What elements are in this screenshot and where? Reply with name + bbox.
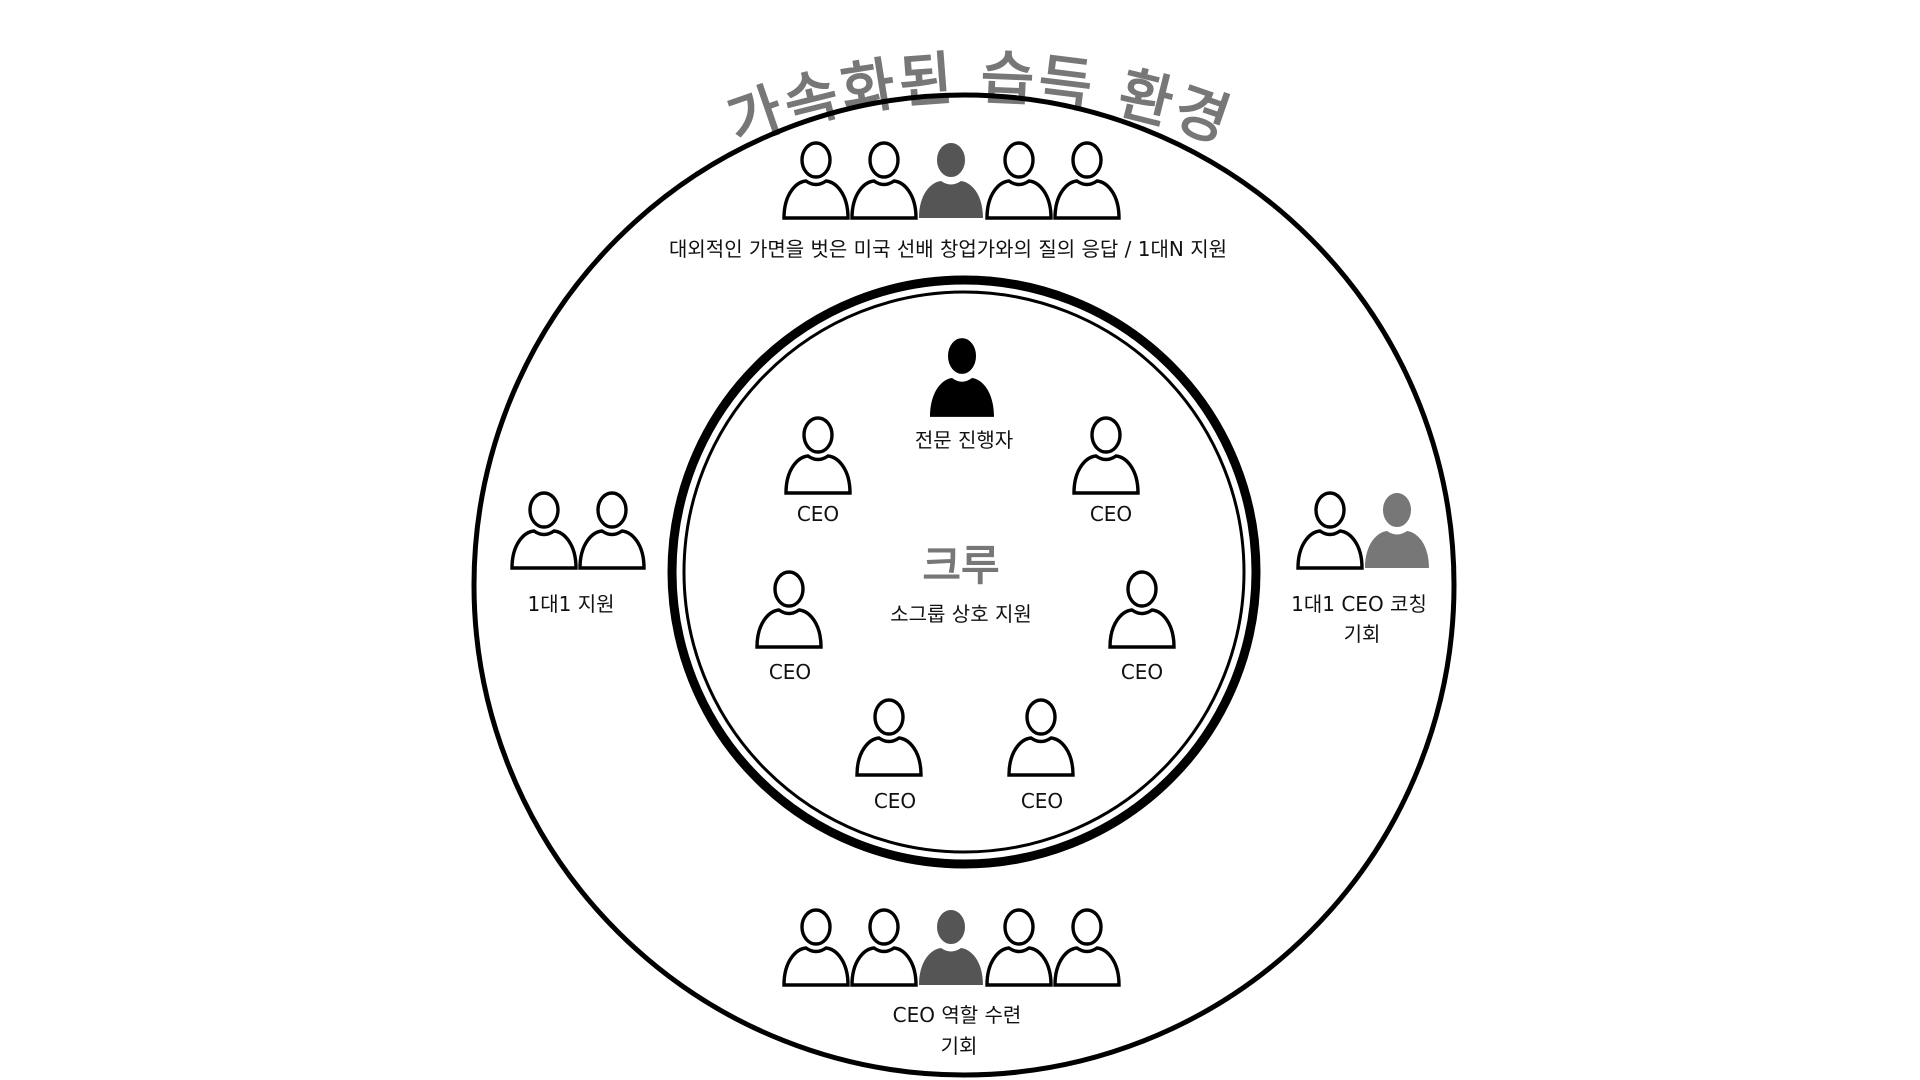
bottom-person-group (782, 908, 1121, 987)
left-person-group (510, 491, 646, 570)
person-icon (1296, 491, 1364, 570)
facilitator-label: 전문 진행자 (915, 428, 1013, 452)
right-person-group (1296, 491, 1430, 570)
person-icon (782, 141, 850, 220)
ceo-person-icon (1072, 416, 1140, 495)
person-icon (1053, 141, 1121, 220)
person-icon (850, 141, 918, 220)
right-group-label-line2: 기회 (1344, 622, 1381, 646)
ceo-person-icon (1007, 698, 1075, 777)
ceo-label: CEO (797, 502, 839, 526)
crew-subtitle: 소그룹 상호 지원 (890, 602, 1032, 626)
left-group-label: 1대1 지원 (527, 592, 614, 616)
ceo-person-icon (1108, 570, 1176, 649)
inner-circle-inner-ring (682, 290, 1246, 854)
top-person-group (782, 141, 1121, 220)
person-icon (985, 141, 1053, 220)
person-filled-icon (1364, 491, 1430, 569)
ceo-label: CEO (1090, 502, 1132, 526)
inner-circle-outer-ring (667, 275, 1261, 869)
ceo-label: CEO (874, 789, 916, 813)
facilitator-icon (928, 336, 996, 418)
top-group-label: 대외적인 가면을 벗은 미국 선배 창업가와의 질의 응답 / 1대N 지원 (669, 237, 1227, 261)
person-icon (1053, 908, 1121, 987)
ceo-person-icon (855, 698, 923, 777)
person-icon (578, 491, 646, 570)
right-group-label-line1: 1대1 CEO 코칭 (1291, 592, 1427, 616)
person-icon (985, 908, 1053, 987)
person-icon (510, 491, 578, 570)
person-filled-icon (918, 908, 984, 986)
ceo-label: CEO (1121, 660, 1163, 684)
bottom-group-label-line2: 기회 (941, 1034, 978, 1058)
ceo-person-icon (755, 570, 823, 649)
person-icon (782, 908, 850, 987)
person-filled-icon (918, 141, 984, 219)
bottom-group-label-line1: CEO 역할 수련 (893, 1003, 1022, 1027)
person-icon (850, 908, 918, 987)
outer-circle (471, 92, 1457, 1078)
ceo-person-icon (784, 416, 852, 495)
ceo-label: CEO (769, 660, 811, 684)
crew-title: 크루 (922, 541, 999, 590)
ceo-label: CEO (1021, 789, 1063, 813)
